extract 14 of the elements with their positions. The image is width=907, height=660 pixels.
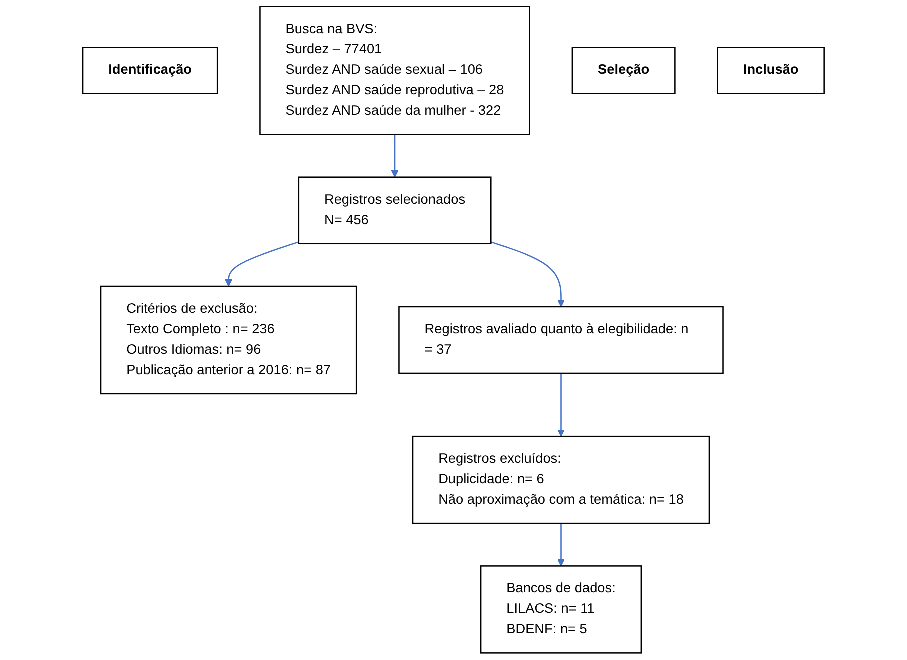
node-box: Identificação: [82, 47, 218, 94]
arrow: [557, 524, 565, 567]
arrow: [391, 134, 399, 178]
node-box: Inclusão: [717, 47, 825, 94]
arrow: [224, 242, 299, 287]
node-box: Registros selecionados N= 456: [298, 176, 492, 245]
node-box: Critérios de exclusão: Texto Completo : n= 236 Outros Idiomas: n= 96 Publicação anterior a 2016: n= 87: [100, 286, 358, 395]
node-box: Registros excluídos: Duplicidade: n= 6 Não aproximação com a temática: n= 18: [412, 436, 710, 524]
arrow: [490, 242, 565, 308]
arrow: [557, 374, 565, 437]
node-box: Busca na BVS: Surdez – 77401 Surdez AND saúde sexual – 106 Surdez AND saúde reprodutiva – 28 Surdez AND saúde da mulher - 322: [259, 6, 530, 136]
node-box: Bancos de dados: LILACS: n= 11 BDENF: n= 5: [480, 566, 642, 654]
node-box: Seleção: [572, 47, 676, 94]
node-box: Registros avaliado quanto à elegibilidade: n = 37: [398, 306, 724, 374]
